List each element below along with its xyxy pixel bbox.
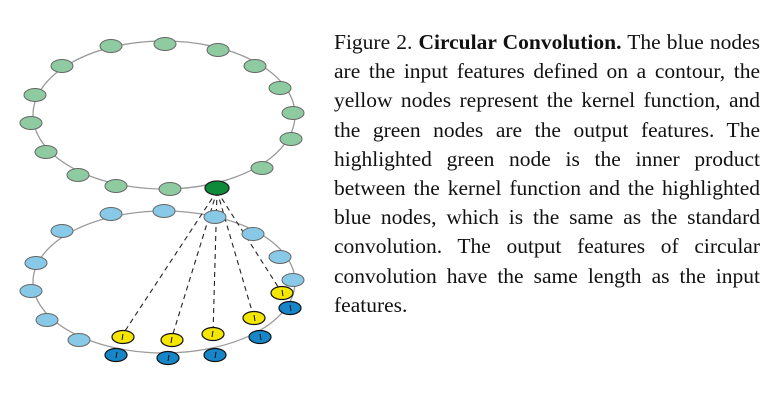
circular-convolution-diagram [0, 0, 330, 405]
input-node [203, 210, 227, 224]
caption-body: The blue nodes are the input features de… [334, 30, 760, 317]
input-node [24, 256, 48, 270]
input-node [268, 250, 292, 264]
kernel-ticks [121, 289, 284, 344]
input-node [241, 227, 265, 241]
diagram-svg [19, 37, 305, 366]
output-node [23, 88, 47, 102]
output-node [104, 179, 128, 193]
figure-number: Figure 2. [334, 30, 413, 54]
output-node [19, 116, 43, 130]
highlighted-output-node [204, 180, 230, 196]
output-node [206, 43, 230, 57]
output-node [158, 182, 182, 196]
output-node [153, 37, 177, 51]
input-node [50, 224, 74, 238]
input-node [67, 333, 91, 347]
output-node [34, 145, 58, 159]
input-nodes [19, 204, 305, 347]
output-node [243, 59, 267, 73]
output-node [279, 132, 303, 146]
output-nodes [19, 37, 305, 196]
output-node [250, 161, 274, 175]
figure-caption: Figure 2. Circular Convolution. The blue… [334, 28, 760, 320]
input-node [35, 313, 59, 327]
figure-title: Circular Convolution. [418, 30, 622, 54]
output-node [281, 106, 305, 120]
highlighted-input-ticks [115, 304, 292, 362]
input-node [99, 207, 123, 221]
input-node [19, 284, 43, 298]
output-node [50, 59, 74, 73]
input-node [152, 204, 176, 218]
output-node [268, 81, 292, 95]
output-node [66, 168, 90, 182]
input-node [281, 273, 305, 287]
output-node [99, 39, 123, 53]
